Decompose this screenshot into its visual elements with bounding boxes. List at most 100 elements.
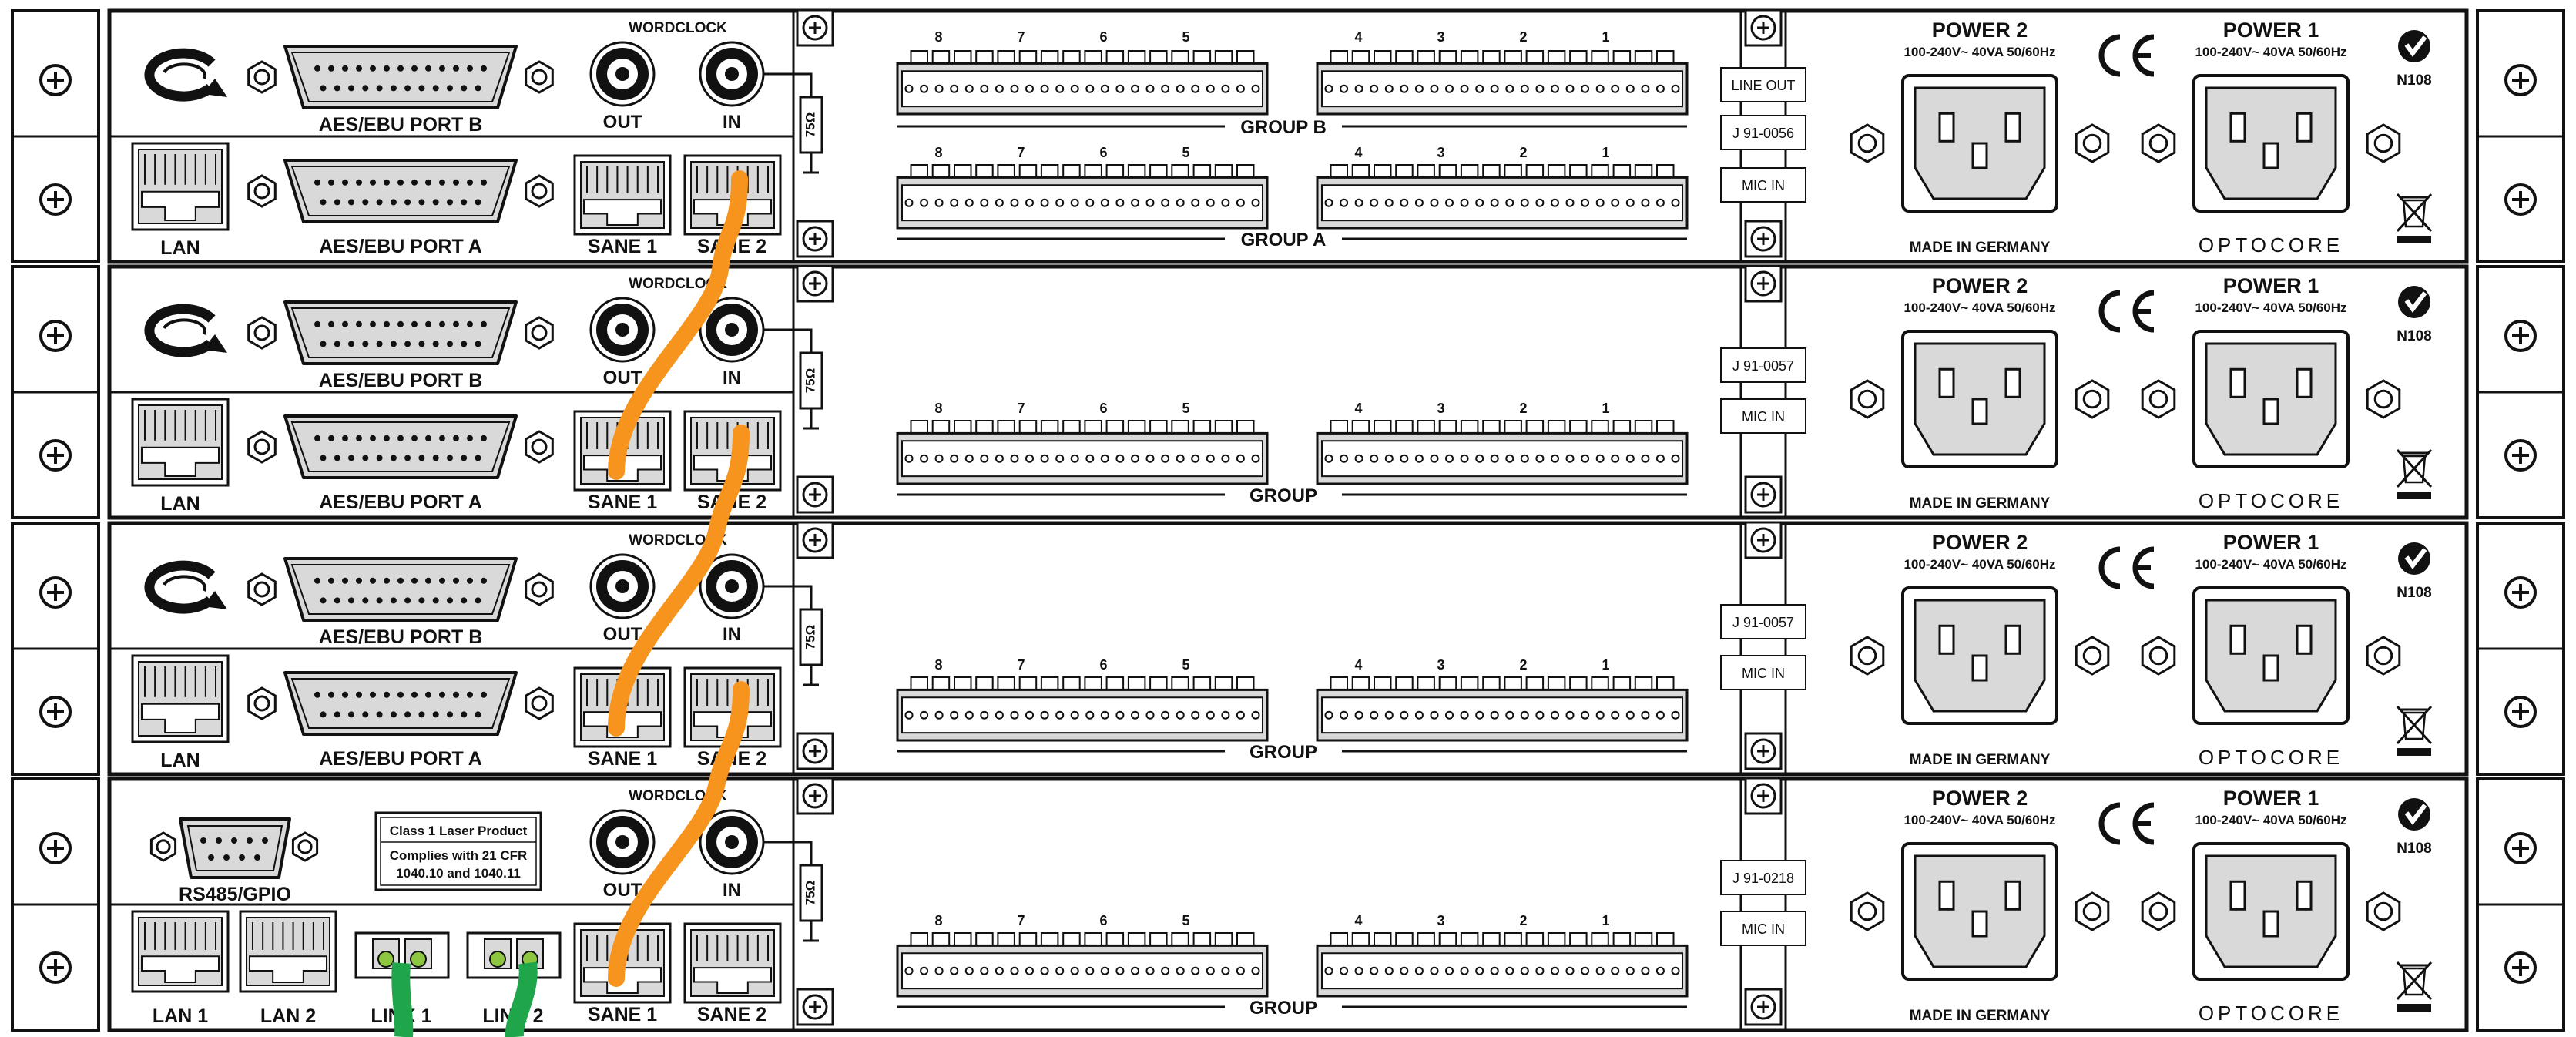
hex-nut-icon [1850,123,1885,163]
pin [418,597,425,604]
weee-bin-icon [2396,705,2433,756]
channel-number: 4 [1354,913,1362,928]
ce-mark-icon [2098,546,2155,589]
power-2-spec: 100-240V~ 40VA 50/60Hz [1903,813,2055,827]
power-2-inlet [1901,586,2058,725]
pin [362,341,369,347]
aes-ebu-port-a-label: AES/EBU PORT A [319,748,482,770]
pin [231,837,237,844]
mic-in-tag: MIC IN [1720,911,1806,946]
channel-number: 1 [1602,29,1609,45]
group-label: GROUP B [1240,117,1327,138]
power-1-spec: 100-240V~ 40VA 50/60Hz [2195,557,2346,572]
power-1-spec: 100-240V~ 40VA 50/60Hz [2195,300,2346,315]
channel-number: 3 [1437,145,1444,160]
group-left-connector [896,420,1269,485]
aes-ebu-port-b [283,557,518,622]
mic-in-tag: MIC IN [1720,398,1806,434]
pin [425,179,431,186]
pin [328,577,334,584]
pin [397,435,404,441]
pin [328,65,334,72]
cables [391,170,750,1037]
made-in-label: MADE IN GERMANY [1910,752,2051,768]
lan-label: LAN [160,750,200,771]
lan-port [131,398,230,487]
power-1-spec: 100-240V~ 40VA 50/60Hz [2195,45,2346,59]
pin [370,65,376,72]
pin [404,455,411,461]
wordclock-out-bnc [589,297,656,363]
lan-label: LAN [160,237,200,259]
sane-1-label: SANE 1 [588,1004,657,1025]
pin [447,455,453,461]
pin [348,85,354,92]
pin [348,341,354,347]
pin [475,711,481,718]
panel-screw-icon [1744,475,1783,514]
pin [467,65,473,72]
pin [390,711,397,718]
pin [475,597,481,604]
pin [447,711,453,718]
pin [370,320,376,327]
channel-number: 3 [1437,29,1444,45]
sane-2-label: SANE 2 [697,1004,766,1025]
panel-screw-icon [1744,521,1783,559]
hex-nut-icon [247,174,277,208]
pin [384,577,390,584]
channel-number: 4 [1354,29,1362,45]
optocore-sync-logo-icon [144,304,227,357]
channel-number: 5 [1182,657,1189,673]
hex-nut-icon [2366,123,2401,163]
group-left-connector [896,676,1269,742]
pin [342,179,348,186]
channel-number: 2 [1519,145,1527,160]
channel-number: 6 [1099,145,1107,160]
pin [418,455,425,461]
rack-screw-icon [2504,439,2537,472]
hex-nut-icon [2075,379,2110,419]
pin [439,435,445,441]
mic-in-tag: MIC IN [1720,167,1806,203]
pin [411,691,418,698]
n108-label: N108 [2397,841,2431,857]
channel-number: 6 [1099,29,1107,45]
pin [328,179,334,186]
model-tag: J 91-0057 [1720,347,1806,383]
channel-number: 5 [1182,913,1189,928]
compliance-mark-icon [2398,30,2430,62]
power-2-label: POWER 2 [1932,531,2028,554]
brand-logo: OPTOCORE [2199,233,2343,257]
pin [348,597,354,604]
termination-resistor [799,351,823,410]
pin [418,341,425,347]
pin [439,65,445,72]
pin [376,85,383,92]
pin [411,435,418,441]
group-label: GROUP [1249,485,1317,506]
made-in-label: MADE IN GERMANY [1910,495,2051,512]
hex-nut-icon [247,686,277,720]
pin [432,711,439,718]
rack-screw-icon [2504,64,2537,96]
group-right-connector [1316,932,1689,998]
n108-label: N108 [2397,585,2431,601]
pin [467,691,473,698]
mic-in-tag-text: MIC IN [1742,921,1785,937]
pin [328,320,334,327]
panel-screw-icon [796,988,834,1026]
group-b-right-connector [1316,50,1689,116]
hex-nut-icon [247,60,277,94]
aes-ebu-port-b-label: AES/EBU PORT B [319,626,483,648]
channel-number: 3 [1437,913,1444,928]
pin [314,65,320,72]
rack-screw-icon [39,439,72,472]
brand-logo: OPTOCORE [2199,746,2343,769]
wordclock-in-bnc [699,297,765,363]
termination-label: 75Ω [803,368,817,394]
pin [334,711,340,718]
panel-screw-icon [1744,777,1783,815]
pin [404,711,411,718]
